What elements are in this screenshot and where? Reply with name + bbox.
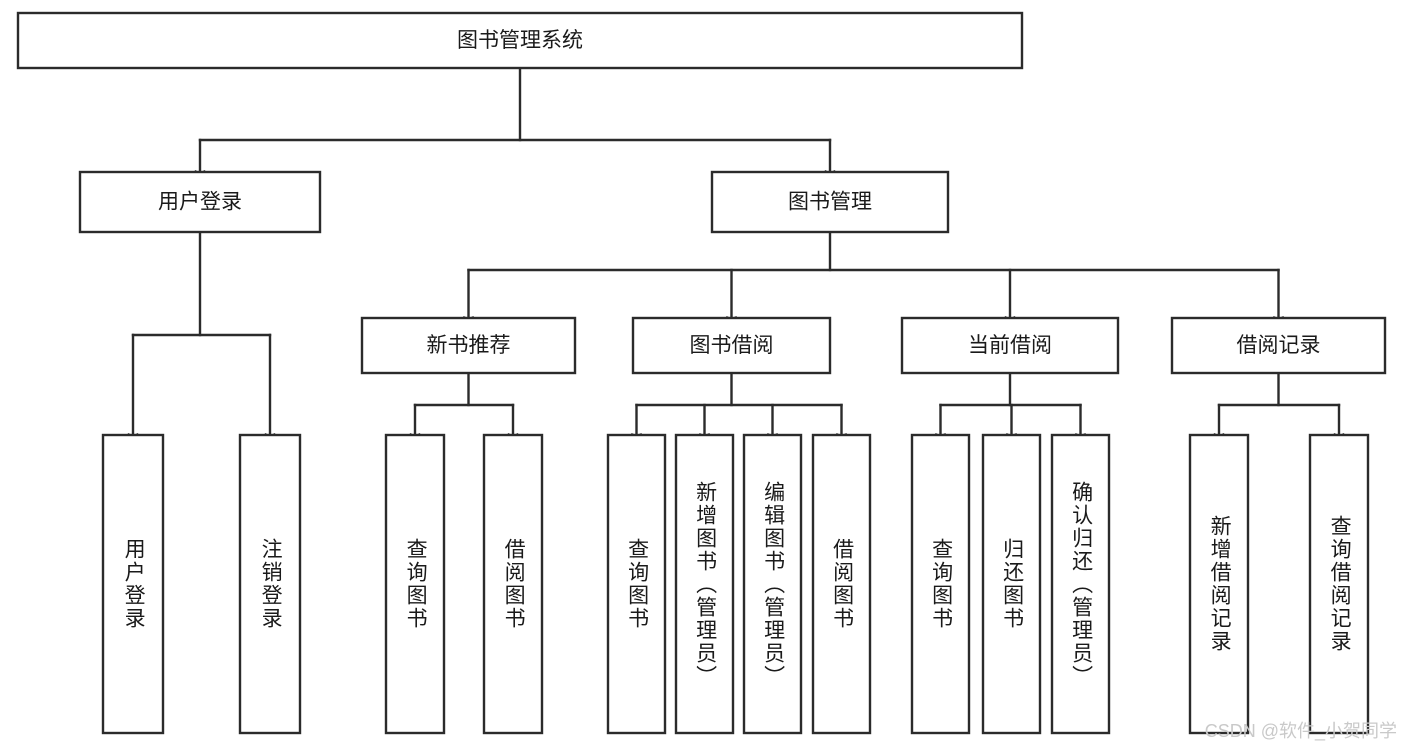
node-box-leaf-logout[interactable]: [238, 433, 302, 735]
node-box-leaf-user-login[interactable]: [101, 433, 165, 735]
node-box-leaf-add-book-admin[interactable]: [674, 433, 735, 735]
node-label-borrow-record: 借阅记录: [1237, 334, 1321, 357]
node-box-leaf-borrow-book[interactable]: [811, 433, 872, 735]
node-box-current-borrow[interactable]: [900, 316, 1120, 375]
node-label-new-book-recommend: 新书推荐: [427, 334, 511, 357]
node-box-root[interactable]: [16, 11, 1024, 70]
node-box-leaf-confirm-return-admin[interactable]: [1050, 433, 1111, 735]
csdn-watermark: CSDN @软件_小贺同学: [1204, 721, 1397, 741]
node-box-leaf-return-book[interactable]: [981, 433, 1042, 735]
node-box-leaf-borrow-book-recommend[interactable]: [482, 433, 544, 735]
node-box-book-borrow[interactable]: [631, 316, 832, 375]
node-box-new-book-recommend[interactable]: [360, 316, 577, 375]
connectors-layer: [127, 66, 1345, 442]
node-box-leaf-query-book-current[interactable]: [910, 433, 971, 735]
node-box-leaf-query-book-recommend[interactable]: [384, 433, 446, 735]
node-box-user-login[interactable]: [78, 170, 322, 234]
node-label-book-management: 图书管理: [788, 191, 872, 214]
node-label-book-borrow: 图书借阅: [690, 334, 774, 357]
node-boxes-layer: [16, 11, 1387, 735]
node-box-leaf-edit-book-admin[interactable]: [742, 433, 803, 735]
node-label-current-borrow: 当前借阅: [968, 334, 1052, 357]
node-box-leaf-query-borrow-record[interactable]: [1308, 433, 1370, 735]
node-box-book-management[interactable]: [710, 170, 950, 234]
node-label-root: 图书管理系统: [457, 29, 583, 52]
node-label-user-login: 用户登录: [158, 191, 242, 214]
node-box-borrow-record[interactable]: [1170, 316, 1387, 375]
node-box-leaf-query-book-borrow[interactable]: [606, 433, 667, 735]
node-box-leaf-add-borrow-record[interactable]: [1188, 433, 1250, 735]
